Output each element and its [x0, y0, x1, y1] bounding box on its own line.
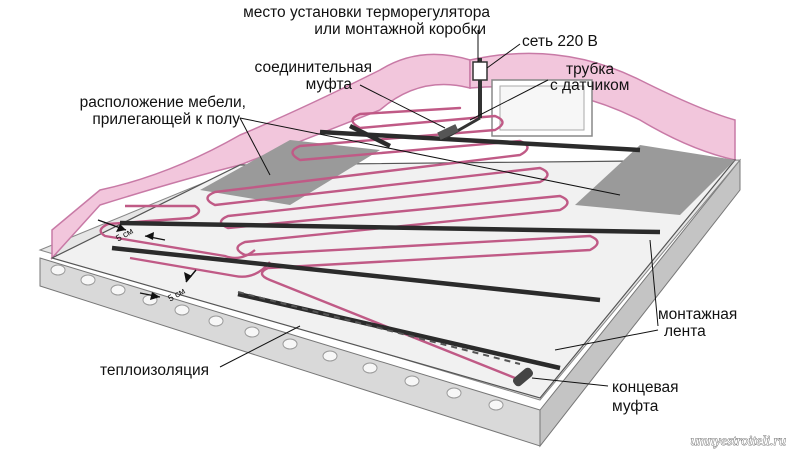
slab-holes	[50, 264, 504, 411]
thermostat-box	[472, 61, 488, 81]
leader-lines	[219, 30, 659, 387]
label-insulation: теплоизоляция	[100, 362, 209, 379]
mounting-tapes	[111, 123, 661, 371]
label-furniture-line1: расположение мебели,	[80, 94, 246, 111]
label-tape-line2: лента	[664, 323, 706, 340]
heating-cable	[206, 106, 599, 382]
label-coupling-line2: муфта	[306, 76, 353, 93]
spacing-marker-b	[139, 269, 197, 300]
label-furniture-line2: прилегающей к полу	[92, 111, 240, 128]
coupling-sleeve	[437, 124, 459, 140]
slab-right-face	[539, 158, 741, 448]
wall-window-pane	[499, 85, 585, 131]
end-coupling	[512, 367, 534, 387]
label-coupling-line1: соединительная	[255, 59, 372, 76]
label-end-line1: концевая	[612, 379, 679, 396]
label-network: сеть 220 В	[522, 33, 598, 50]
label-thermostat-line1: место установки терморегулятора	[243, 4, 490, 21]
spacing-marker-a	[97, 219, 166, 241]
label-tube-line1: трубка	[566, 61, 614, 78]
label-end-line2: муфта	[612, 398, 659, 415]
tape-dashed	[237, 291, 521, 365]
label-tube-line2: с датчиком	[550, 77, 629, 94]
watermark: umnyestroiteli.ru	[690, 434, 786, 449]
furniture-zone-right	[575, 145, 735, 215]
label-thermostat-line2: или монтажной коробки	[314, 21, 486, 38]
label-tape-line1: монтажная	[658, 306, 737, 323]
